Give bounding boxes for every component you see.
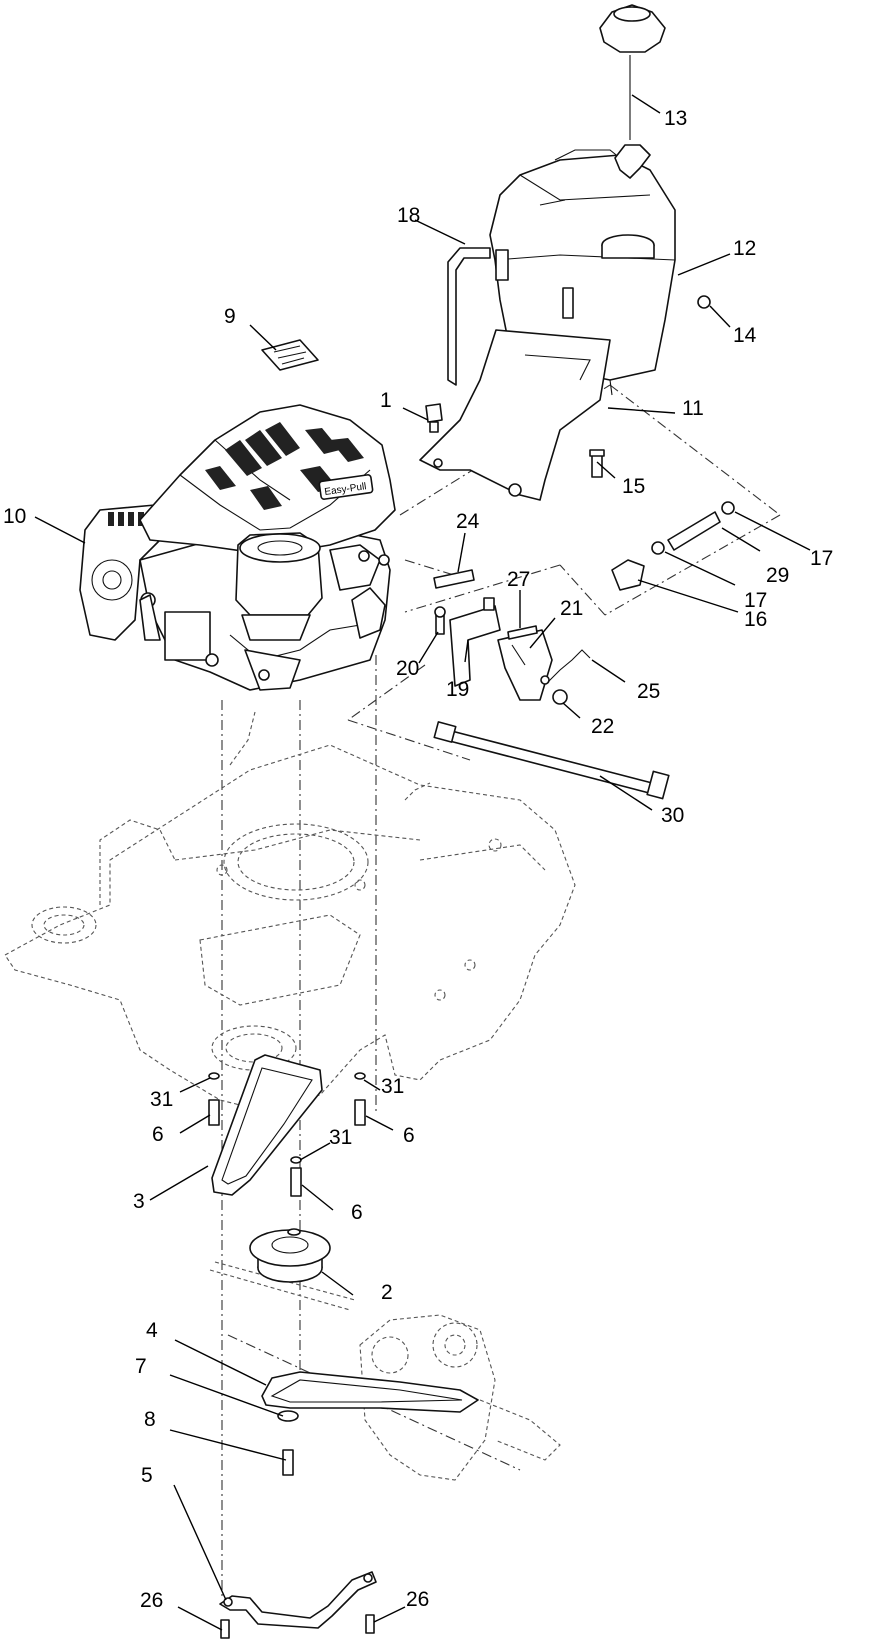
fuel-tank	[489, 149, 676, 396]
chassis-frame	[4, 711, 576, 1111]
callout-9: 9	[224, 305, 236, 328]
callout-labels: 1 2 3 4 5 6 6 6 7 8 9 10 11 12 13 14 15 …	[3, 107, 833, 1612]
callout-11: 11	[682, 397, 704, 420]
callout-27: 27	[507, 568, 530, 591]
callout-4: 4	[146, 1319, 158, 1342]
transaxle	[209, 1261, 561, 1481]
callout-21: 21	[560, 597, 583, 620]
callout-5: 5	[141, 1464, 153, 1487]
callout-15: 15	[622, 475, 645, 498]
callout-19: 19	[446, 678, 469, 701]
callout-13: 13	[664, 107, 687, 130]
callout-1: 1	[380, 389, 392, 412]
callout-20: 20	[396, 657, 419, 680]
tank-bracket	[419, 329, 611, 501]
decal-27	[507, 625, 538, 640]
engine: Easy-Pull	[79, 404, 396, 691]
belt-4	[261, 1371, 479, 1413]
callout-14: 14	[733, 324, 757, 347]
pulley-2	[249, 1228, 331, 1283]
callout-30: 30	[661, 804, 684, 827]
decal-9	[261, 339, 319, 371]
callout-29: 29	[766, 564, 789, 587]
throttle-bracket-19	[449, 597, 501, 687]
shroud-grille	[205, 422, 364, 510]
decal-24	[433, 569, 475, 589]
callout-24: 24	[456, 510, 480, 533]
callout-31c: 31	[329, 1126, 352, 1149]
spring-25	[547, 649, 591, 683]
fasteners	[208, 295, 735, 1639]
fuel-cap	[599, 4, 666, 179]
callout-17b: 17	[744, 589, 767, 612]
belt-3	[211, 1054, 323, 1196]
callout-8: 8	[144, 1408, 156, 1431]
leader-lines	[34, 94, 811, 1631]
callout-31b: 31	[381, 1075, 404, 1098]
callout-26a: 26	[140, 1589, 163, 1612]
callout-3: 3	[133, 1190, 145, 1213]
callout-2: 2	[381, 1281, 393, 1304]
callout-6c: 6	[351, 1201, 363, 1224]
callout-22: 22	[591, 715, 614, 738]
callout-17a: 17	[810, 547, 833, 570]
callout-10: 10	[3, 505, 26, 528]
control-bracket-21	[497, 629, 553, 701]
callout-12: 12	[733, 237, 756, 260]
callout-25: 25	[637, 680, 660, 703]
callout-16: 16	[744, 608, 767, 631]
callout-6b: 6	[403, 1124, 415, 1147]
callout-7: 7	[135, 1355, 147, 1378]
idler-bracket-5	[219, 1571, 377, 1629]
callout-31a: 31	[150, 1088, 173, 1111]
callout-26b: 26	[406, 1588, 429, 1611]
callout-18: 18	[397, 204, 420, 227]
callout-6a: 6	[152, 1123, 164, 1146]
fuel-line-18	[447, 247, 491, 386]
